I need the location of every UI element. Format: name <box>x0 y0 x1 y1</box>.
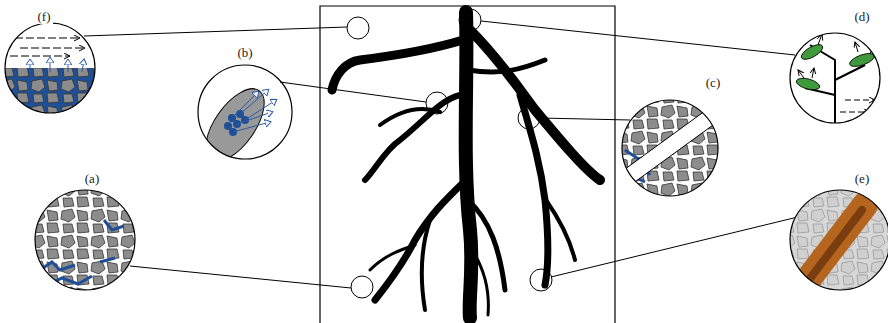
callout-letter: (c) <box>704 75 722 90</box>
callout-letter: (e) <box>853 171 871 186</box>
callout-letter: (b) <box>235 45 254 60</box>
callout-letter: (d) <box>852 9 871 24</box>
callout-letter: (f) <box>36 9 53 24</box>
callout-letter: (a) <box>83 171 101 186</box>
